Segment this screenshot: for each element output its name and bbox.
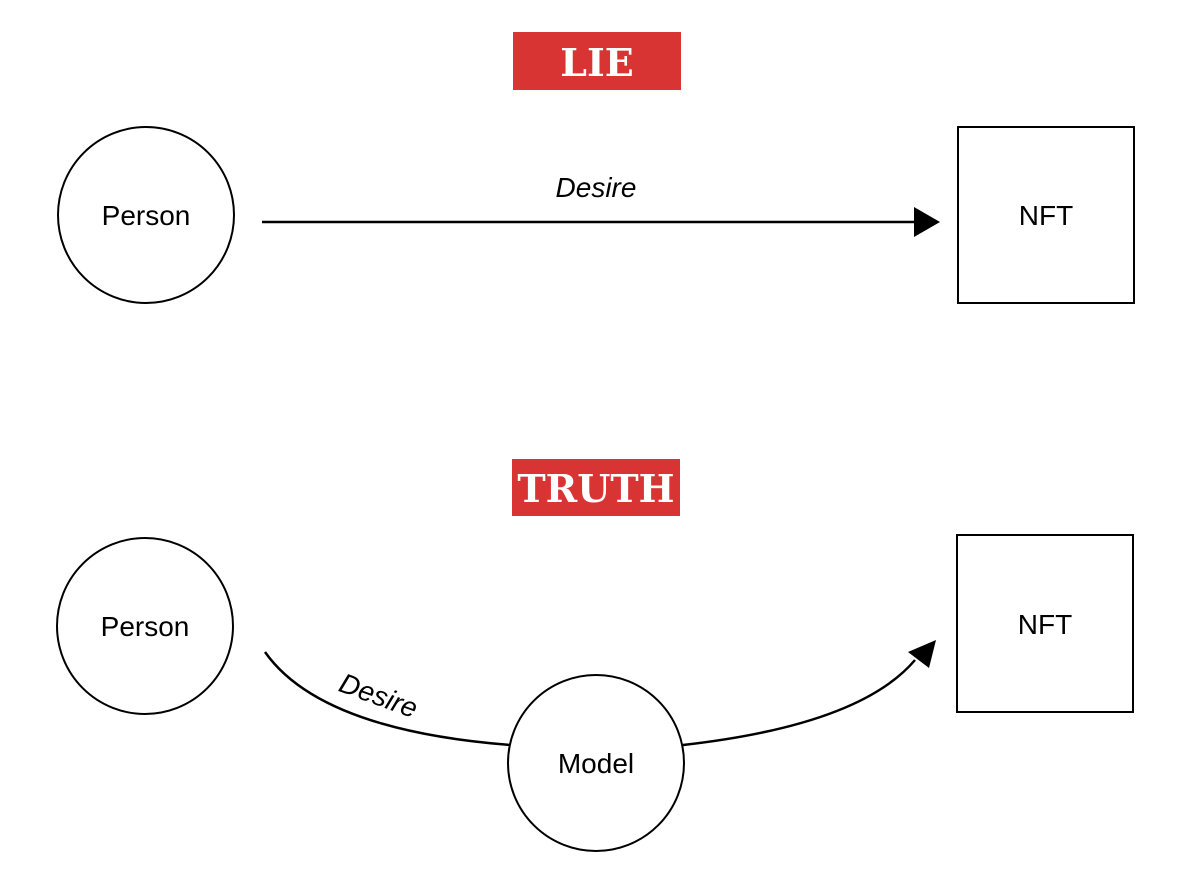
- truth-model-node: [507, 674, 685, 852]
- lie-banner: [513, 32, 681, 90]
- lie-desire-label: Desire: [556, 172, 637, 203]
- truth-arrowhead: [908, 640, 936, 668]
- truth-person-label: Person: [101, 611, 190, 642]
- truth-banner: [512, 459, 680, 516]
- truth-nft-node: [956, 534, 1134, 713]
- truth-banner-label: TRUTH: [517, 466, 674, 511]
- lie-arrowhead: [914, 207, 940, 237]
- lie-person-label: Person: [102, 200, 191, 231]
- lie-banner-label: LIE: [560, 40, 633, 85]
- truth-nft-label: NFT: [1018, 609, 1072, 640]
- truth-desire-edge-to-model: [263, 651, 511, 747]
- lie-person-node: [57, 126, 235, 304]
- lie-section: LIE Person NFT Desire: [57, 32, 1135, 304]
- truth-edge-model-to-nft: [682, 659, 916, 747]
- truth-model-label: Model: [558, 748, 634, 779]
- truth-desire-label: Desire: [335, 667, 422, 724]
- truth-person-node: [56, 537, 234, 715]
- lie-nft-node: [957, 126, 1135, 304]
- truth-section: TRUTH Person NFT Model Desire: [56, 459, 1134, 852]
- lie-nft-label: NFT: [1019, 200, 1073, 231]
